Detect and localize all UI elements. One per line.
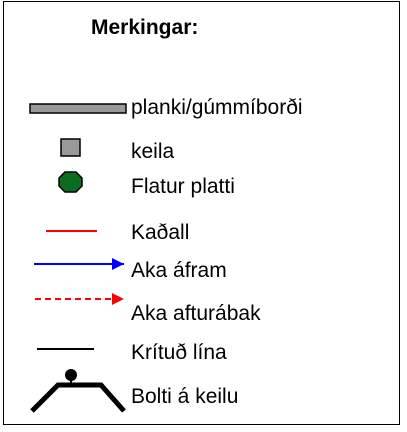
cone-icon — [60, 138, 81, 157]
plank-icon — [29, 103, 127, 114]
flat-plate-icon — [58, 171, 83, 193]
label-ball-on-cone: Bolti á keilu — [131, 385, 239, 408]
label-drive-backward: Aka afturábak — [131, 302, 261, 325]
label-plank: planki/gúmmíborði — [131, 96, 303, 119]
label-flat-plate: Flatur platti — [131, 175, 235, 198]
label-rope: Kaðall — [131, 221, 190, 244]
ball-on-cone-icon — [30, 369, 126, 413]
legend-title: Merkingar: — [91, 16, 199, 39]
legend-box — [3, 1, 400, 425]
label-drive-forward: Aka áfram — [131, 259, 227, 282]
label-chalk-line: Krítuð lína — [131, 341, 227, 364]
label-cone: keila — [131, 140, 175, 163]
